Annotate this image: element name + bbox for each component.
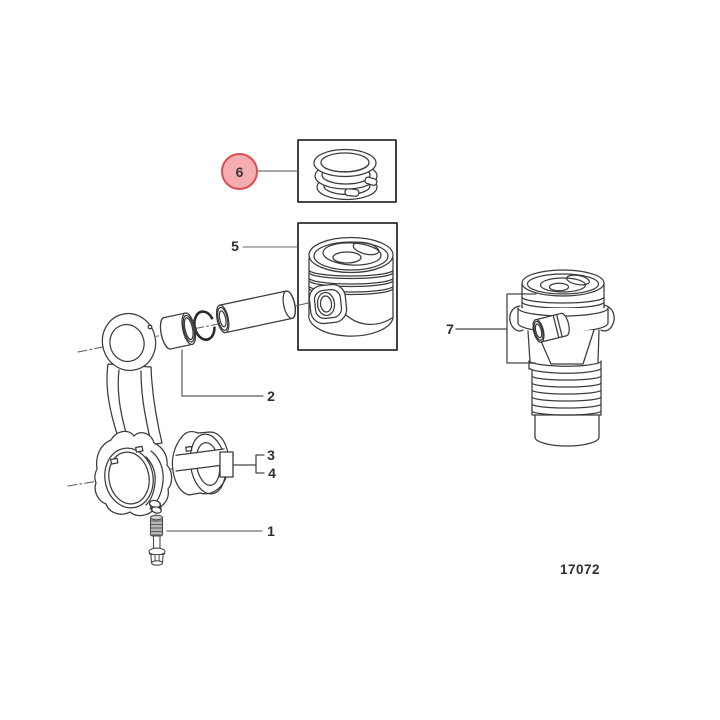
callout-3-4-bracket — [232, 454, 265, 474]
callout-2[interactable]: 2 — [267, 388, 275, 404]
piston-pin-drawing — [215, 290, 296, 334]
callout-2-leader — [181, 349, 264, 397]
callout-7-bracket — [455, 293, 537, 364]
figure-number: 17072 — [559, 562, 601, 577]
connecting-rod-bolt-drawing — [148, 514, 166, 566]
bearing-shell-selector-box — [219, 451, 234, 478]
callout-3[interactable]: 3 — [267, 447, 275, 463]
highlighted-callout-circle[interactable]: 6 — [221, 153, 258, 190]
small-end-bushing-drawing — [159, 312, 197, 350]
piston-ring-kit-drawing — [313, 148, 378, 201]
callout-1[interactable]: 1 — [267, 523, 275, 539]
callout-6[interactable]: 6 — [235, 163, 244, 180]
callout-4[interactable]: 4 — [268, 465, 276, 481]
cylinder-liner-assembly-drawing — [509, 269, 615, 447]
callout-7[interactable]: 7 — [446, 321, 454, 337]
piston-drawing — [308, 236, 394, 337]
callout-5[interactable]: 5 — [231, 238, 239, 254]
connecting-rod-drawing — [94, 312, 173, 518]
big-end-bearing-shells-drawing — [171, 431, 234, 496]
